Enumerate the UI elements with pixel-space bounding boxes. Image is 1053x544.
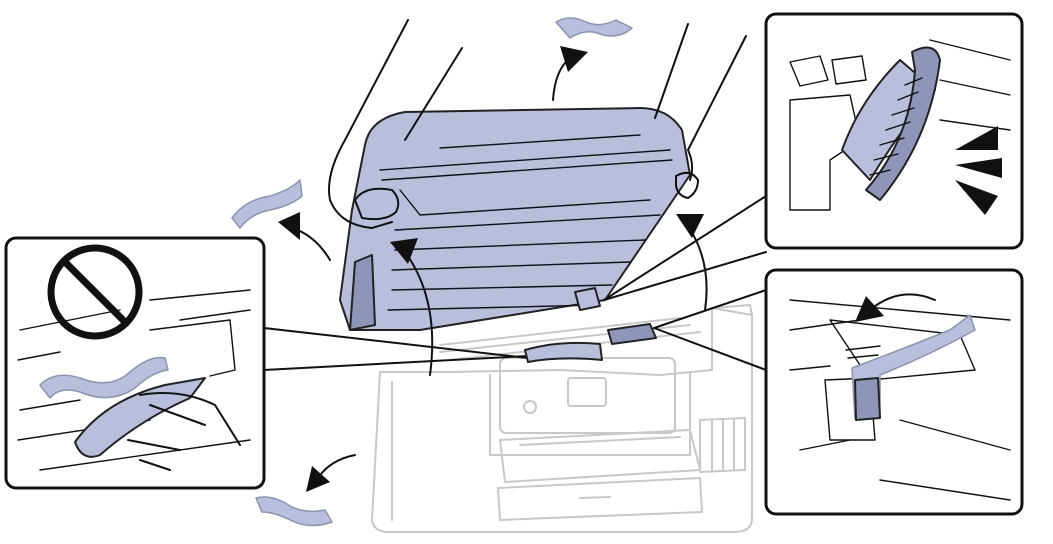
callout-leaders xyxy=(263,195,767,371)
tape-piece-bottom xyxy=(255,496,333,527)
power-button xyxy=(523,400,537,414)
tape-piece-left xyxy=(231,179,303,229)
tape-removal-inset xyxy=(764,268,1024,516)
tape-piece-top xyxy=(555,17,633,39)
lcd-screen xyxy=(567,377,607,407)
curved-arrow-icon xyxy=(855,293,936,322)
front-cassette xyxy=(497,477,703,521)
prohibition-inset xyxy=(4,236,266,490)
scanner-unit xyxy=(339,107,691,331)
printer-body xyxy=(371,304,753,533)
curved-arrow-icon xyxy=(306,454,356,492)
roller-detail-inset xyxy=(764,12,1024,250)
curved-arrow-icon xyxy=(676,214,708,311)
curved-arrow-icon xyxy=(552,46,588,101)
curved-arrow-icon xyxy=(390,238,434,376)
ink-tanks xyxy=(699,417,746,473)
right-hand xyxy=(654,23,747,199)
curved-arrow-icon xyxy=(278,212,331,261)
sound-burst-icon xyxy=(955,126,1002,215)
prohibition-icon xyxy=(47,244,143,340)
left-hand xyxy=(328,19,463,229)
